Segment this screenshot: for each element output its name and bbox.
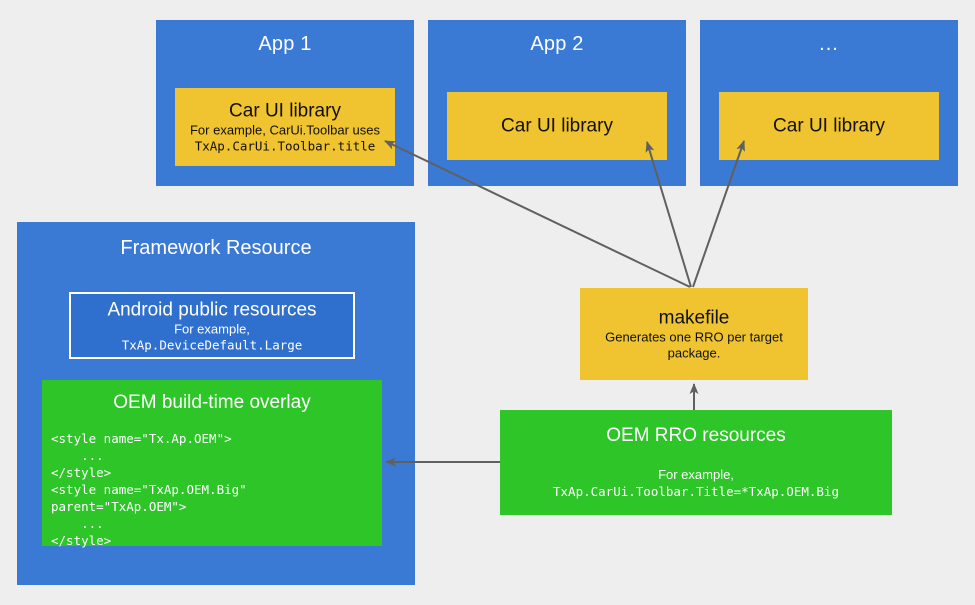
oem-rro-resources: OEM RRO resources For example, TxAp.CarU… [500, 410, 892, 515]
app2-car-ui-library: Car UI library [447, 92, 667, 160]
app1-car-ui-library-heading: Car UI library [229, 100, 341, 122]
app1-car-ui-library-code: TxAp.CarUi.Toolbar.title [194, 138, 376, 154]
app-container-1: App 1 Car UI library For example, CarUi.… [156, 20, 414, 186]
app1-car-ui-library: Car UI library For example, CarUi.Toolba… [175, 88, 395, 166]
framework-resource-container: Framework Resource Android public resour… [17, 222, 415, 585]
oem-rro-resources-heading: OEM RRO resources [606, 425, 786, 446]
android-public-resources-code: TxAp.DeviceDefault.Large [121, 337, 303, 352]
oem-build-time-overlay: OEM build-time overlay <style name="Tx.A… [42, 380, 382, 548]
oem-build-time-overlay-heading: OEM build-time overlay [113, 392, 311, 413]
android-public-resources-heading: Android public resources [107, 299, 317, 320]
app-container-3: ... Car UI library [700, 20, 958, 186]
app-title-1: App 1 [258, 33, 312, 55]
app-container-2: App 2 Car UI library [428, 20, 686, 186]
framework-resource-title: Framework Resource [120, 237, 312, 259]
oem-rro-resources-code: TxAp.CarUi.Toolbar.Title=*TxAp.OEM.Big [553, 484, 839, 499]
app3-car-ui-library-heading: Car UI library [773, 115, 885, 137]
app-title-2: App 2 [530, 33, 584, 55]
makefile-subtitle: Generates one RRO per target package. [605, 329, 783, 361]
oem-rro-resources-subtitle: For example, [658, 467, 734, 482]
app1-car-ui-library-subtitle: For example, CarUi.Toolbar uses [189, 122, 381, 138]
makefile-heading: makefile [658, 307, 730, 329]
android-public-resources: Android public resources For example, Tx… [69, 292, 355, 359]
oem-build-time-overlay-code: <style name="Tx.Ap.OEM"> ... </style> <s… [51, 431, 247, 548]
app3-car-ui-library: Car UI library [719, 92, 939, 160]
android-public-resources-subtitle: For example, [174, 321, 250, 336]
app-title-3: ... [819, 33, 839, 55]
makefile-box: makefile Generates one RRO per target pa… [580, 288, 808, 380]
app2-car-ui-library-heading: Car UI library [501, 115, 613, 137]
